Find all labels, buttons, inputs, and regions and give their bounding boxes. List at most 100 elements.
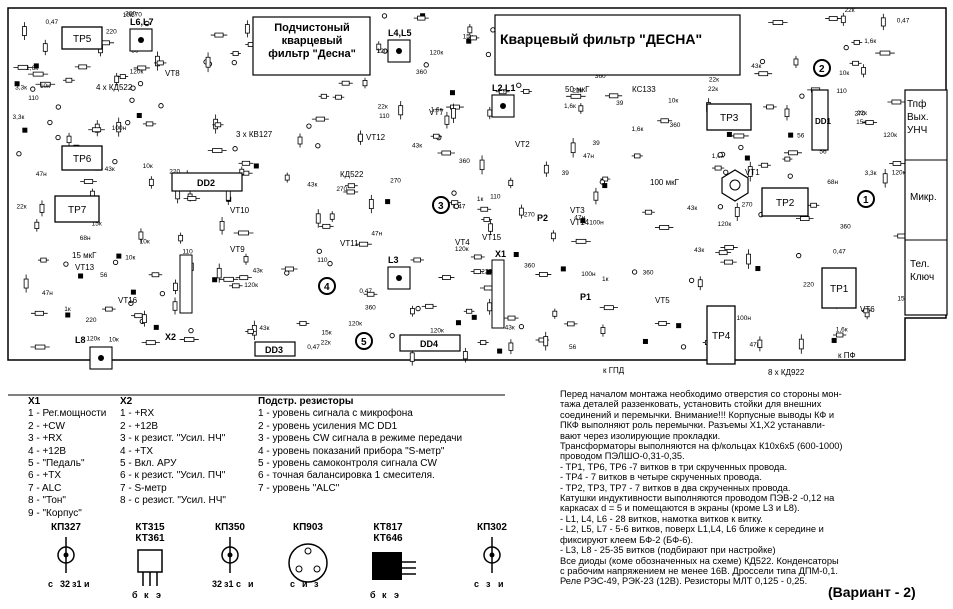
svg-text:15к: 15к: [92, 221, 102, 228]
x1-pin: 1 - Рег.мощности: [28, 408, 107, 420]
transistor-label: VT2: [515, 140, 530, 149]
svg-text:220: 220: [803, 281, 814, 288]
svg-text:10к: 10к: [839, 70, 849, 77]
title-left: Подчистоный кварцевый фильтр "Десна": [256, 22, 368, 61]
note-line: Катушки индуктивности выполняются провод…: [560, 493, 835, 504]
res-item: 4 - уровень показаний прибора "S-метр": [258, 445, 445, 457]
transistor-label: VT3: [570, 206, 585, 215]
svg-text:1,6к: 1,6к: [564, 103, 576, 110]
res-item: 7 - уровень "ALC": [258, 482, 340, 494]
note-line: ПКФ выполняют роль перемычки. Разъемы X1…: [560, 420, 825, 431]
svg-text:56: 56: [797, 133, 805, 140]
board-label: КС133: [632, 85, 656, 94]
svg-text:100н: 100н: [581, 271, 596, 278]
svg-text:22к: 22к: [378, 104, 388, 111]
svg-text:360: 360: [365, 304, 376, 311]
svg-text:360: 360: [840, 224, 851, 231]
svg-text:120к: 120к: [430, 328, 444, 335]
svg-text:0,47: 0,47: [359, 288, 372, 295]
title-box-left: [252, 16, 371, 76]
lbl-klyuch: Ключ: [910, 272, 935, 283]
test-point: [318, 277, 336, 295]
svg-text:3,3к: 3,3к: [15, 84, 27, 91]
package-name: КТ315 КТ361: [135, 522, 165, 544]
svg-text:22к: 22к: [845, 7, 855, 14]
svg-text:220: 220: [169, 169, 180, 176]
svg-text:22к: 22к: [17, 203, 27, 210]
svg-text:10к: 10к: [140, 239, 150, 246]
variant-label: (Вариант - 2): [828, 584, 916, 600]
svg-text:43к: 43к: [687, 205, 697, 212]
x1-title: X1: [28, 396, 41, 407]
title-left-line3: фильтр "Десна": [268, 48, 356, 60]
transistor-label: VT8: [165, 69, 180, 78]
svg-text:10к: 10к: [123, 12, 133, 19]
legend-x1: X1 1 - Рег.мощности 2 - +CW 3 - +RX 4 - …: [28, 396, 106, 520]
transformer-box: [54, 195, 100, 223]
svg-text:120к: 120к: [718, 221, 732, 228]
x2-pin: 6 - к резист. "Усил. ПЧ": [120, 470, 226, 482]
pin-label: с: [236, 579, 241, 589]
title-right: Кварцевый фильтр "ДЕСНА": [500, 31, 703, 47]
svg-text:47н: 47н: [750, 342, 761, 349]
svg-text:15к: 15к: [463, 34, 473, 41]
svg-text:10к: 10к: [40, 83, 50, 90]
pin-label: и: [498, 579, 504, 589]
svg-text:43к: 43к: [259, 325, 269, 332]
chip-label: DD2: [197, 178, 215, 188]
svg-text:47н: 47н: [42, 290, 53, 297]
svg-text:360: 360: [595, 73, 606, 80]
note-line: тажа деталей раззенковать, установить ст…: [560, 399, 822, 410]
board-label: 100 мкГ: [650, 178, 680, 187]
svg-text:270: 270: [742, 202, 753, 209]
svg-text:1,6к: 1,6к: [836, 326, 848, 333]
svg-text:22к: 22к: [708, 86, 718, 93]
res-item: 1 - уровень сигнала с микрофона: [258, 408, 413, 420]
svg-text:10к: 10к: [125, 255, 135, 262]
svg-text:15к: 15к: [897, 295, 907, 302]
transformer-label: TP3: [720, 113, 739, 124]
svg-text:47н: 47н: [574, 215, 585, 222]
pin-label: с: [474, 579, 479, 589]
svg-text:47н: 47н: [371, 231, 382, 238]
lbl-mikr: Микр.: [910, 192, 937, 203]
x1-pin: 6 - +TX: [28, 470, 62, 482]
res-item: 2 - уровень усиления МС DD1: [258, 420, 398, 432]
transformer-box: [821, 267, 857, 309]
x2-pin: 1 - +RX: [120, 408, 155, 420]
chip-outline: [254, 341, 296, 357]
transistor-label: VT4: [455, 238, 470, 247]
transformer-box: [706, 305, 736, 365]
note-line: - L3, L8 - 25-35 витков (подбирают при н…: [560, 545, 776, 556]
svg-text:10к: 10к: [668, 98, 678, 105]
svg-text:43к: 43к: [253, 268, 263, 275]
x1-pin: 4 - +12В: [28, 445, 67, 457]
board-label: 3 x КВ127: [236, 130, 273, 139]
svg-text:360: 360: [416, 69, 427, 76]
transistor-label: VT6: [860, 305, 875, 314]
svg-text:120к: 120к: [883, 132, 897, 139]
board-outline: [7, 7, 947, 361]
right-connector-block: [904, 89, 948, 316]
transformer-label: TP7: [68, 205, 87, 216]
pin-label: к: [382, 590, 387, 600]
transistor-label: VT12: [366, 133, 386, 142]
x1-pin: 3 - +RX: [28, 433, 63, 445]
svg-text:110: 110: [379, 113, 390, 120]
transformer-box: [761, 187, 809, 217]
svg-text:1,6к: 1,6к: [430, 106, 442, 113]
svg-text:43к: 43к: [412, 142, 422, 149]
svg-text:43к: 43к: [694, 247, 704, 254]
test-point: [813, 59, 831, 77]
svg-text:120к: 120к: [130, 69, 144, 76]
x1-pin: 8 - "Тон": [28, 495, 66, 507]
transistor-label: VT16: [118, 296, 138, 305]
svg-text:220: 220: [106, 29, 117, 36]
chip-outline: [811, 89, 829, 151]
